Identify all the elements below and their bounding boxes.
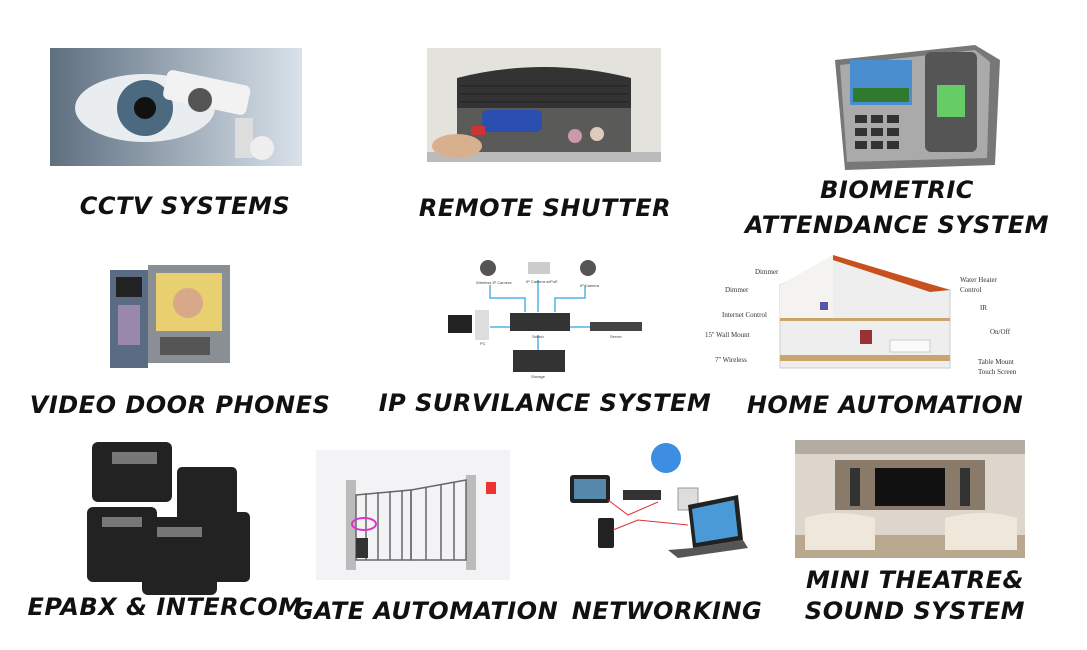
ip-label-wireless-camera: Wireless IP Camera: [476, 280, 512, 285]
label-theatre-2: SOUND SYSTEM: [804, 597, 1026, 625]
ip-label-switch: Switch: [532, 334, 544, 339]
home-label-touch-screen: Touch Screen: [978, 368, 1017, 376]
label-epabx: EPABX & INTERCOM: [27, 593, 303, 621]
home-label-water-heater: Water Heater: [960, 276, 998, 284]
ip-label-storage: Storage: [531, 374, 546, 379]
label-biometric-1: BIOMETRIC: [820, 176, 974, 204]
label-home-automation: HOME AUTOMATION: [746, 391, 1024, 419]
label-remote-shutter: REMOTE SHUTTER: [418, 194, 672, 222]
mini-theatre-image: [795, 440, 1025, 558]
networking-image: [568, 440, 755, 560]
video-door-image: [108, 265, 233, 373]
ip-label-pc: PC: [480, 341, 486, 346]
ip-surveillance-diagram: Wireless IP Camera IP Camera w/PoE IP Ca…: [440, 250, 650, 380]
label-video-door: VIDEO DOOR PHONES: [29, 391, 331, 419]
gate-automation-image: [316, 450, 510, 580]
epabx-image: [82, 437, 252, 597]
home-label-dimmer-2: Dimmer: [725, 286, 749, 294]
label-networking: NETWORKING: [571, 597, 763, 625]
home-label-internet-control: Internet Control: [722, 311, 767, 319]
ip-label-ip-camera: IP Camera: [580, 283, 600, 288]
home-label-table-mount: Table Mount: [978, 358, 1014, 366]
label-biometric-2: ATTENDANCE SYSTEM: [744, 211, 1050, 239]
home-label-water-heater-control: Control: [960, 286, 981, 294]
remote-shutter-image: [427, 48, 661, 162]
label-gate: GATE AUTOMATION: [293, 597, 559, 625]
ip-label-server: Server: [610, 334, 622, 339]
cctv-image: [50, 48, 302, 166]
biometric-image: [825, 40, 1005, 172]
label-cctv: CCTV SYSTEMS: [79, 192, 291, 220]
label-ip-surveillance: IP SURVILANCE SYSTEM: [378, 389, 712, 417]
home-label-wireless: 7'' Wireless: [715, 356, 747, 364]
home-label-dimmer-1: Dimmer: [755, 268, 779, 276]
home-label-ir: IR: [980, 304, 987, 312]
home-label-on-off: On/Off: [990, 328, 1011, 336]
label-theatre-1: MINI THEATRE&: [806, 566, 1024, 594]
home-label-wall-mount: 15'' Wall Mount: [705, 331, 750, 339]
home-automation-diagram: Dimmer Dimmer Internet Control 15'' Wall…: [700, 250, 1030, 380]
ip-label-poe-camera: IP Camera w/PoE: [526, 279, 558, 284]
